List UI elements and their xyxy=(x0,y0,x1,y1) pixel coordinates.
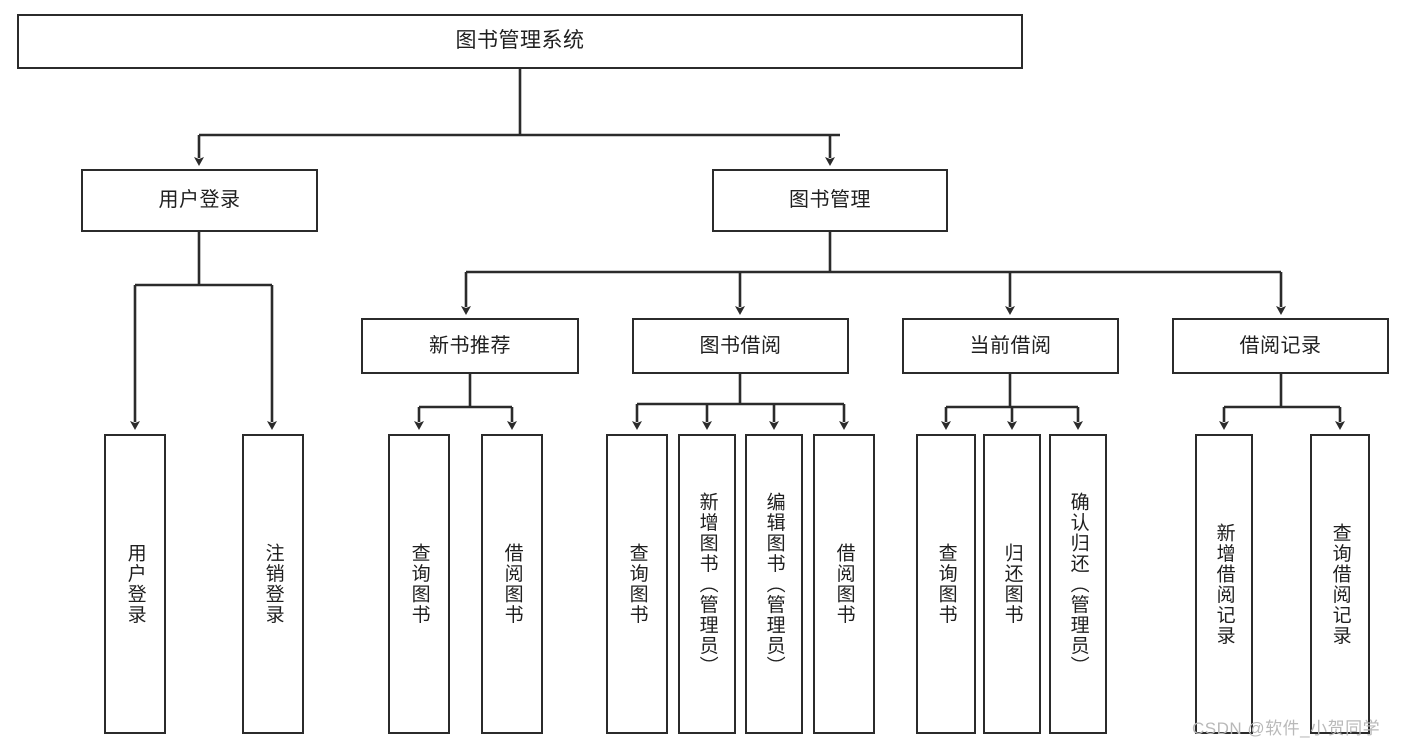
node-leaf-query-books-current[interactable]: 查询图书 xyxy=(916,434,976,734)
node-current-borrowing[interactable]: 当前借阅 xyxy=(902,318,1119,374)
node-label: 图书借阅 xyxy=(699,334,782,357)
node-leaf-return-books[interactable]: 归还图书 xyxy=(983,434,1041,734)
node-label: 新书推荐 xyxy=(429,334,511,357)
node-book-borrowing[interactable]: 图书借阅 xyxy=(632,318,849,374)
node-leaf-borrow-books-new[interactable]: 借阅图书 xyxy=(481,434,543,734)
node-label: 注销登录 xyxy=(262,543,284,625)
node-new-book-recommendation[interactable]: 新书推荐 xyxy=(361,318,579,374)
node-leaf-query-borrow-record[interactable]: 查询借阅记录 xyxy=(1310,434,1370,734)
node-label: 借阅记录 xyxy=(1239,334,1322,357)
node-leaf-add-borrow-record[interactable]: 新增借阅记录 xyxy=(1195,434,1253,734)
node-leaf-logout[interactable]: 注销登录 xyxy=(242,434,304,734)
node-label: 查询借阅记录 xyxy=(1329,522,1351,646)
node-user-login[interactable]: 用户登录 xyxy=(81,169,318,232)
node-leaf-query-books-borrow[interactable]: 查询图书 xyxy=(606,434,668,734)
node-label: 当前借阅 xyxy=(969,334,1052,357)
node-label: 用户登录 xyxy=(158,189,241,211)
node-book-management-system[interactable]: 图书管理系统 xyxy=(17,14,1023,69)
node-label: 新增借阅记录 xyxy=(1213,522,1235,646)
node-leaf-edit-book-admin[interactable]: 编辑图书（管理员） xyxy=(745,434,803,734)
node-label: 编辑图书（管理员） xyxy=(763,491,785,677)
node-leaf-borrow-books[interactable]: 借阅图书 xyxy=(813,434,875,734)
node-label: 查询图书 xyxy=(626,543,648,625)
node-label: 用户登录 xyxy=(124,543,146,625)
node-label: 借阅图书 xyxy=(501,543,523,625)
node-label: 借阅图书 xyxy=(833,543,855,625)
node-leaf-add-book-admin[interactable]: 新增图书（管理员） xyxy=(678,434,736,734)
node-label: 图书管理系统 xyxy=(455,29,585,53)
node-label: 确认归还（管理员） xyxy=(1067,491,1089,677)
node-leaf-confirm-return-admin[interactable]: 确认归还（管理员） xyxy=(1049,434,1107,734)
node-label: 新增图书（管理员） xyxy=(696,491,718,677)
node-leaf-query-books-new[interactable]: 查询图书 xyxy=(388,434,450,734)
node-label: 查询图书 xyxy=(408,543,430,625)
node-borrowing-records[interactable]: 借阅记录 xyxy=(1172,318,1389,374)
node-label: 图书管理 xyxy=(789,189,871,211)
node-book-management[interactable]: 图书管理 xyxy=(712,169,948,232)
node-leaf-user-login[interactable]: 用户登录 xyxy=(104,434,166,734)
node-label: 查询图书 xyxy=(935,543,957,625)
node-label: 归还图书 xyxy=(1001,543,1023,625)
